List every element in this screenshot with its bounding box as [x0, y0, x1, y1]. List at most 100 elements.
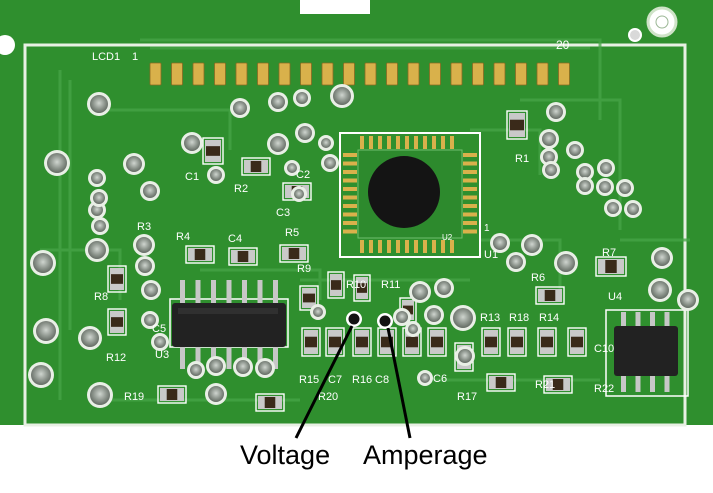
trace [140, 38, 602, 120]
lcd-pad [192, 62, 205, 86]
fiducial-top-right [628, 28, 642, 42]
solder-hole [78, 326, 102, 350]
lcd-pad [300, 62, 312, 86]
ref-label: R9 [297, 263, 311, 275]
ref-label: R19 [124, 391, 144, 403]
chip-pad [441, 240, 445, 253]
smd-part [595, 256, 627, 277]
solder-hole [624, 200, 642, 218]
chip-pad [378, 136, 382, 149]
smd-part [427, 327, 447, 357]
solder-hole [291, 186, 307, 202]
ref-label: U4 [608, 291, 622, 303]
ref-label: R20 [318, 391, 338, 403]
chip-pad [463, 161, 477, 166]
solder-hole [140, 181, 160, 201]
chip-leg [621, 376, 626, 392]
ref-label: C3 [276, 207, 290, 219]
solder-hole [546, 102, 566, 122]
ref-label: C5 [152, 323, 166, 335]
chip-label: U2 [442, 233, 453, 242]
lcd-pin-last: 20 [556, 38, 570, 52]
chip-leg [195, 280, 201, 303]
chip-leg [621, 312, 626, 326]
smd-part [506, 110, 528, 140]
chip-leg [226, 280, 232, 303]
ref-label: C10 [594, 343, 614, 355]
chip-leg [180, 280, 185, 303]
solder-hole [393, 308, 411, 326]
chip-pad [441, 136, 445, 149]
chip-pad [463, 178, 477, 183]
solder-hole [88, 169, 106, 187]
lcd-pad [472, 62, 484, 86]
smd-part [107, 308, 127, 336]
smd-part [202, 137, 224, 165]
solder-hole [566, 141, 584, 159]
lcd-pad [515, 62, 527, 86]
ref-label: C2 [296, 169, 310, 181]
ref-label: R16 [352, 374, 372, 386]
voltage-test-point [346, 311, 362, 327]
ref-label: R4 [176, 231, 190, 243]
ref-label: R7 [602, 247, 616, 259]
chip-pin1: 1 [484, 223, 490, 234]
solder-hole [417, 370, 433, 386]
solder-hole [206, 356, 226, 376]
ref-label: R17 [457, 391, 477, 403]
lcd-pad [278, 62, 291, 86]
solder-hole [604, 199, 622, 217]
smd-part [537, 327, 557, 357]
lcd-pad [214, 62, 226, 86]
smd-part [327, 271, 345, 299]
chip-pad [463, 153, 477, 157]
chip-pad [343, 195, 357, 200]
ref-label: R3 [137, 221, 151, 233]
solder-hole [33, 318, 59, 344]
ref-label: R15 [299, 374, 319, 386]
ref-label: R2 [234, 183, 248, 195]
solder-hole [44, 150, 70, 176]
chip-pad [387, 240, 391, 253]
solder-hole [490, 233, 510, 253]
chip-pad [387, 136, 391, 149]
chip-leg [664, 312, 670, 326]
solder-hole [28, 362, 54, 388]
chip-pad [360, 240, 364, 253]
solder-hole [576, 163, 594, 181]
solder-hole [230, 98, 250, 118]
ref-label: R1 [515, 153, 529, 165]
trace [200, 268, 322, 300]
chip-pad [450, 240, 454, 253]
chip-pad [423, 240, 427, 253]
chip-pad [343, 212, 357, 217]
chip-pad [463, 170, 477, 174]
solder-hole [85, 238, 109, 262]
solder-hole [321, 154, 339, 172]
chip-pad [343, 170, 357, 174]
lcd-pad [149, 62, 162, 86]
smd-part [352, 327, 372, 357]
ref-label: R22 [594, 383, 614, 395]
solder-hole [554, 251, 578, 275]
soic-chip-u4 [605, 309, 689, 397]
solder-hole [409, 281, 431, 303]
chip-leg [257, 347, 263, 369]
smd-part [325, 327, 345, 357]
trace [100, 108, 232, 150]
lcd-pad [235, 62, 248, 86]
solder-hole [233, 357, 253, 377]
solder-hole [30, 250, 56, 276]
mounting-hole-ring [655, 15, 669, 29]
ref-label: R21 [535, 379, 555, 391]
chip-pad [432, 136, 436, 149]
lcd-pad [558, 62, 570, 86]
solder-hole [141, 311, 159, 329]
chip-pad [396, 136, 400, 149]
ref-label: C1 [185, 171, 199, 183]
chip-pad [463, 212, 477, 217]
chip-pad [414, 240, 418, 253]
solder-hole [539, 129, 559, 149]
